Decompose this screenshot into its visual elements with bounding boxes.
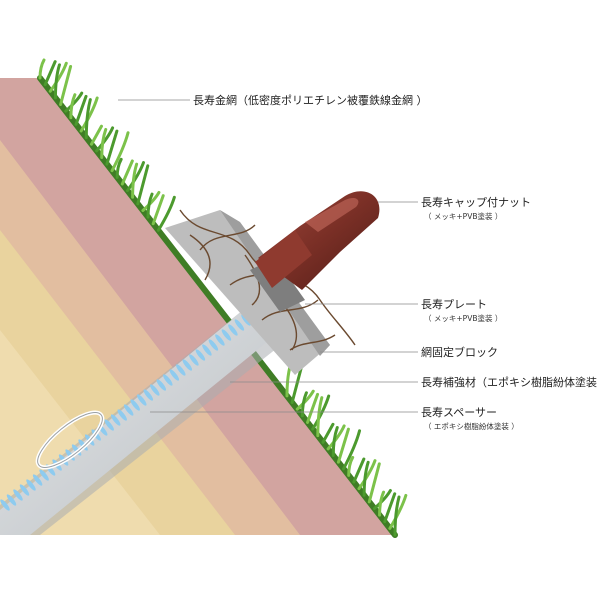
- reinforcing-bar-rib: [123, 404, 134, 416]
- label-fixing-block: 網固定ブロック: [421, 345, 498, 359]
- grass-blade: [38, 58, 46, 80]
- grass-blade: [43, 60, 57, 87]
- reinforcing-bar-rib: [182, 359, 193, 371]
- reinforcing-bar-rib: [39, 469, 49, 481]
- reinforcing-bar-rib: [208, 339, 219, 351]
- anchor-rod: [0, 295, 288, 535]
- grass-blade: [357, 459, 377, 491]
- reinforcing-bar-rib: [19, 484, 30, 496]
- grass-blade: [378, 490, 386, 517]
- cap-nut: [255, 191, 380, 290]
- label-spacer: 長寿スペーサー: [421, 405, 497, 419]
- grass-blade: [347, 455, 355, 477]
- label-cap-nut-sub: （ メッキ+PVB塗装 ）: [424, 211, 502, 221]
- label-wire-mesh: 長寿金網（低密度ポリエチレン被覆鉄線金網 ）: [193, 93, 428, 107]
- grass-blade: [95, 126, 115, 153]
- grass-blade: [79, 96, 99, 133]
- grass-blade: [48, 61, 68, 93]
- grass-blade: [352, 457, 366, 484]
- label-plate-sub: （ メッキ+PVB塗装 ）: [424, 313, 502, 323]
- reinforcing-bar-rib: [189, 354, 199, 366]
- grass-blade: [125, 161, 145, 193]
- grass-blade: [115, 157, 123, 179]
- grass-blade: [331, 426, 339, 458]
- grass-blade: [131, 162, 139, 199]
- reinforcing-bar-rib: [0, 499, 10, 511]
- reinforcing-bar-rib: [234, 319, 245, 331]
- reinforcing-bar-rib: [117, 409, 127, 421]
- grass-base: [37, 75, 398, 538]
- reinforcing-bar-rib: [156, 379, 167, 391]
- label-reinforcing-material: 長寿補強材（エポキシ樹脂紛体塗装 ）: [421, 375, 600, 389]
- label-spacer-sub: （ エポキシ樹脂紛体塗装 ）: [424, 421, 519, 431]
- grass-blade: [367, 462, 381, 504]
- reinforcing-bar-rib: [13, 489, 23, 501]
- grass-blade: [342, 429, 362, 471]
- grass-blade: [326, 424, 346, 451]
- reinforcing-bar-rib: [202, 344, 212, 356]
- reinforcing-bar-rib: [6, 494, 17, 506]
- grass-blade: [336, 427, 350, 464]
- grass-blade: [300, 391, 308, 418]
- label-cap-nut: 長寿キャップ付ナット: [421, 195, 531, 209]
- reinforcing-bar-rib: [228, 324, 238, 336]
- callouts: 長寿金網（低密度ポリエチレン被覆鉄線金網 ） 長寿キャップ付ナット （ メッキ+…: [193, 93, 600, 431]
- soil-strata: [0, 78, 395, 535]
- reinforcing-bar-rib: [169, 369, 180, 381]
- grass-blade: [74, 94, 88, 126]
- reinforcing-bar-rib: [163, 374, 173, 386]
- grass-blade: [362, 460, 370, 497]
- reinforcing-bar-rib: [150, 384, 160, 396]
- reinforcing-bar-rib: [143, 389, 154, 401]
- grass-blade: [100, 127, 108, 159]
- grass-blade: [372, 489, 392, 511]
- reinforcing-bar-rib: [104, 419, 114, 431]
- grass-blade: [53, 63, 61, 100]
- grass-blade: [295, 389, 315, 411]
- leader-lines: [118, 99, 418, 413]
- reinforcing-bar-rib: [221, 329, 232, 341]
- grass-blade: [306, 392, 320, 424]
- grass-blade: [393, 495, 401, 537]
- label-plate: 長寿プレート: [421, 297, 487, 311]
- grass-blade: [388, 493, 408, 530]
- grass-blade: [151, 194, 165, 226]
- grass-blade: [105, 129, 119, 166]
- grass-strip: [37, 58, 408, 538]
- grass-blade: [156, 195, 176, 232]
- grass-blade: [321, 422, 335, 444]
- grass-blade: [383, 492, 397, 524]
- grass-blade: [84, 98, 92, 140]
- cap-nut-hex: [255, 230, 312, 288]
- grass-blade: [110, 131, 130, 173]
- reinforcing-bar-rib: [32, 474, 43, 486]
- cap-nut-highlight: [305, 197, 359, 232]
- reinforcing-bar-rib: [176, 364, 186, 376]
- grass-blades: [38, 58, 408, 537]
- grass-blade: [141, 190, 161, 212]
- reinforcing-bar-rib: [137, 394, 147, 406]
- grass-blade: [316, 396, 324, 438]
- anchor-assembly: [0, 290, 300, 535]
- reinforcing-bar-rib: [241, 314, 251, 326]
- grass-blade: [146, 192, 154, 219]
- grass-blade: [120, 159, 134, 186]
- reinforcing-bar-rib: [215, 334, 225, 346]
- grass-blade: [89, 124, 103, 146]
- reinforcing-bar-rib: [130, 399, 140, 411]
- grass-blade: [59, 64, 73, 106]
- grass-blade: [69, 93, 77, 120]
- grass-blade: [311, 394, 331, 431]
- reinforcing-bar-rib: [110, 414, 121, 426]
- reinforcing-bar-rib: [26, 479, 36, 491]
- spacer-ring-outline: [37, 412, 103, 468]
- reinforcing-bar-rib: [195, 349, 206, 361]
- grass-blade: [136, 164, 150, 206]
- grass-blade: [64, 91, 84, 113]
